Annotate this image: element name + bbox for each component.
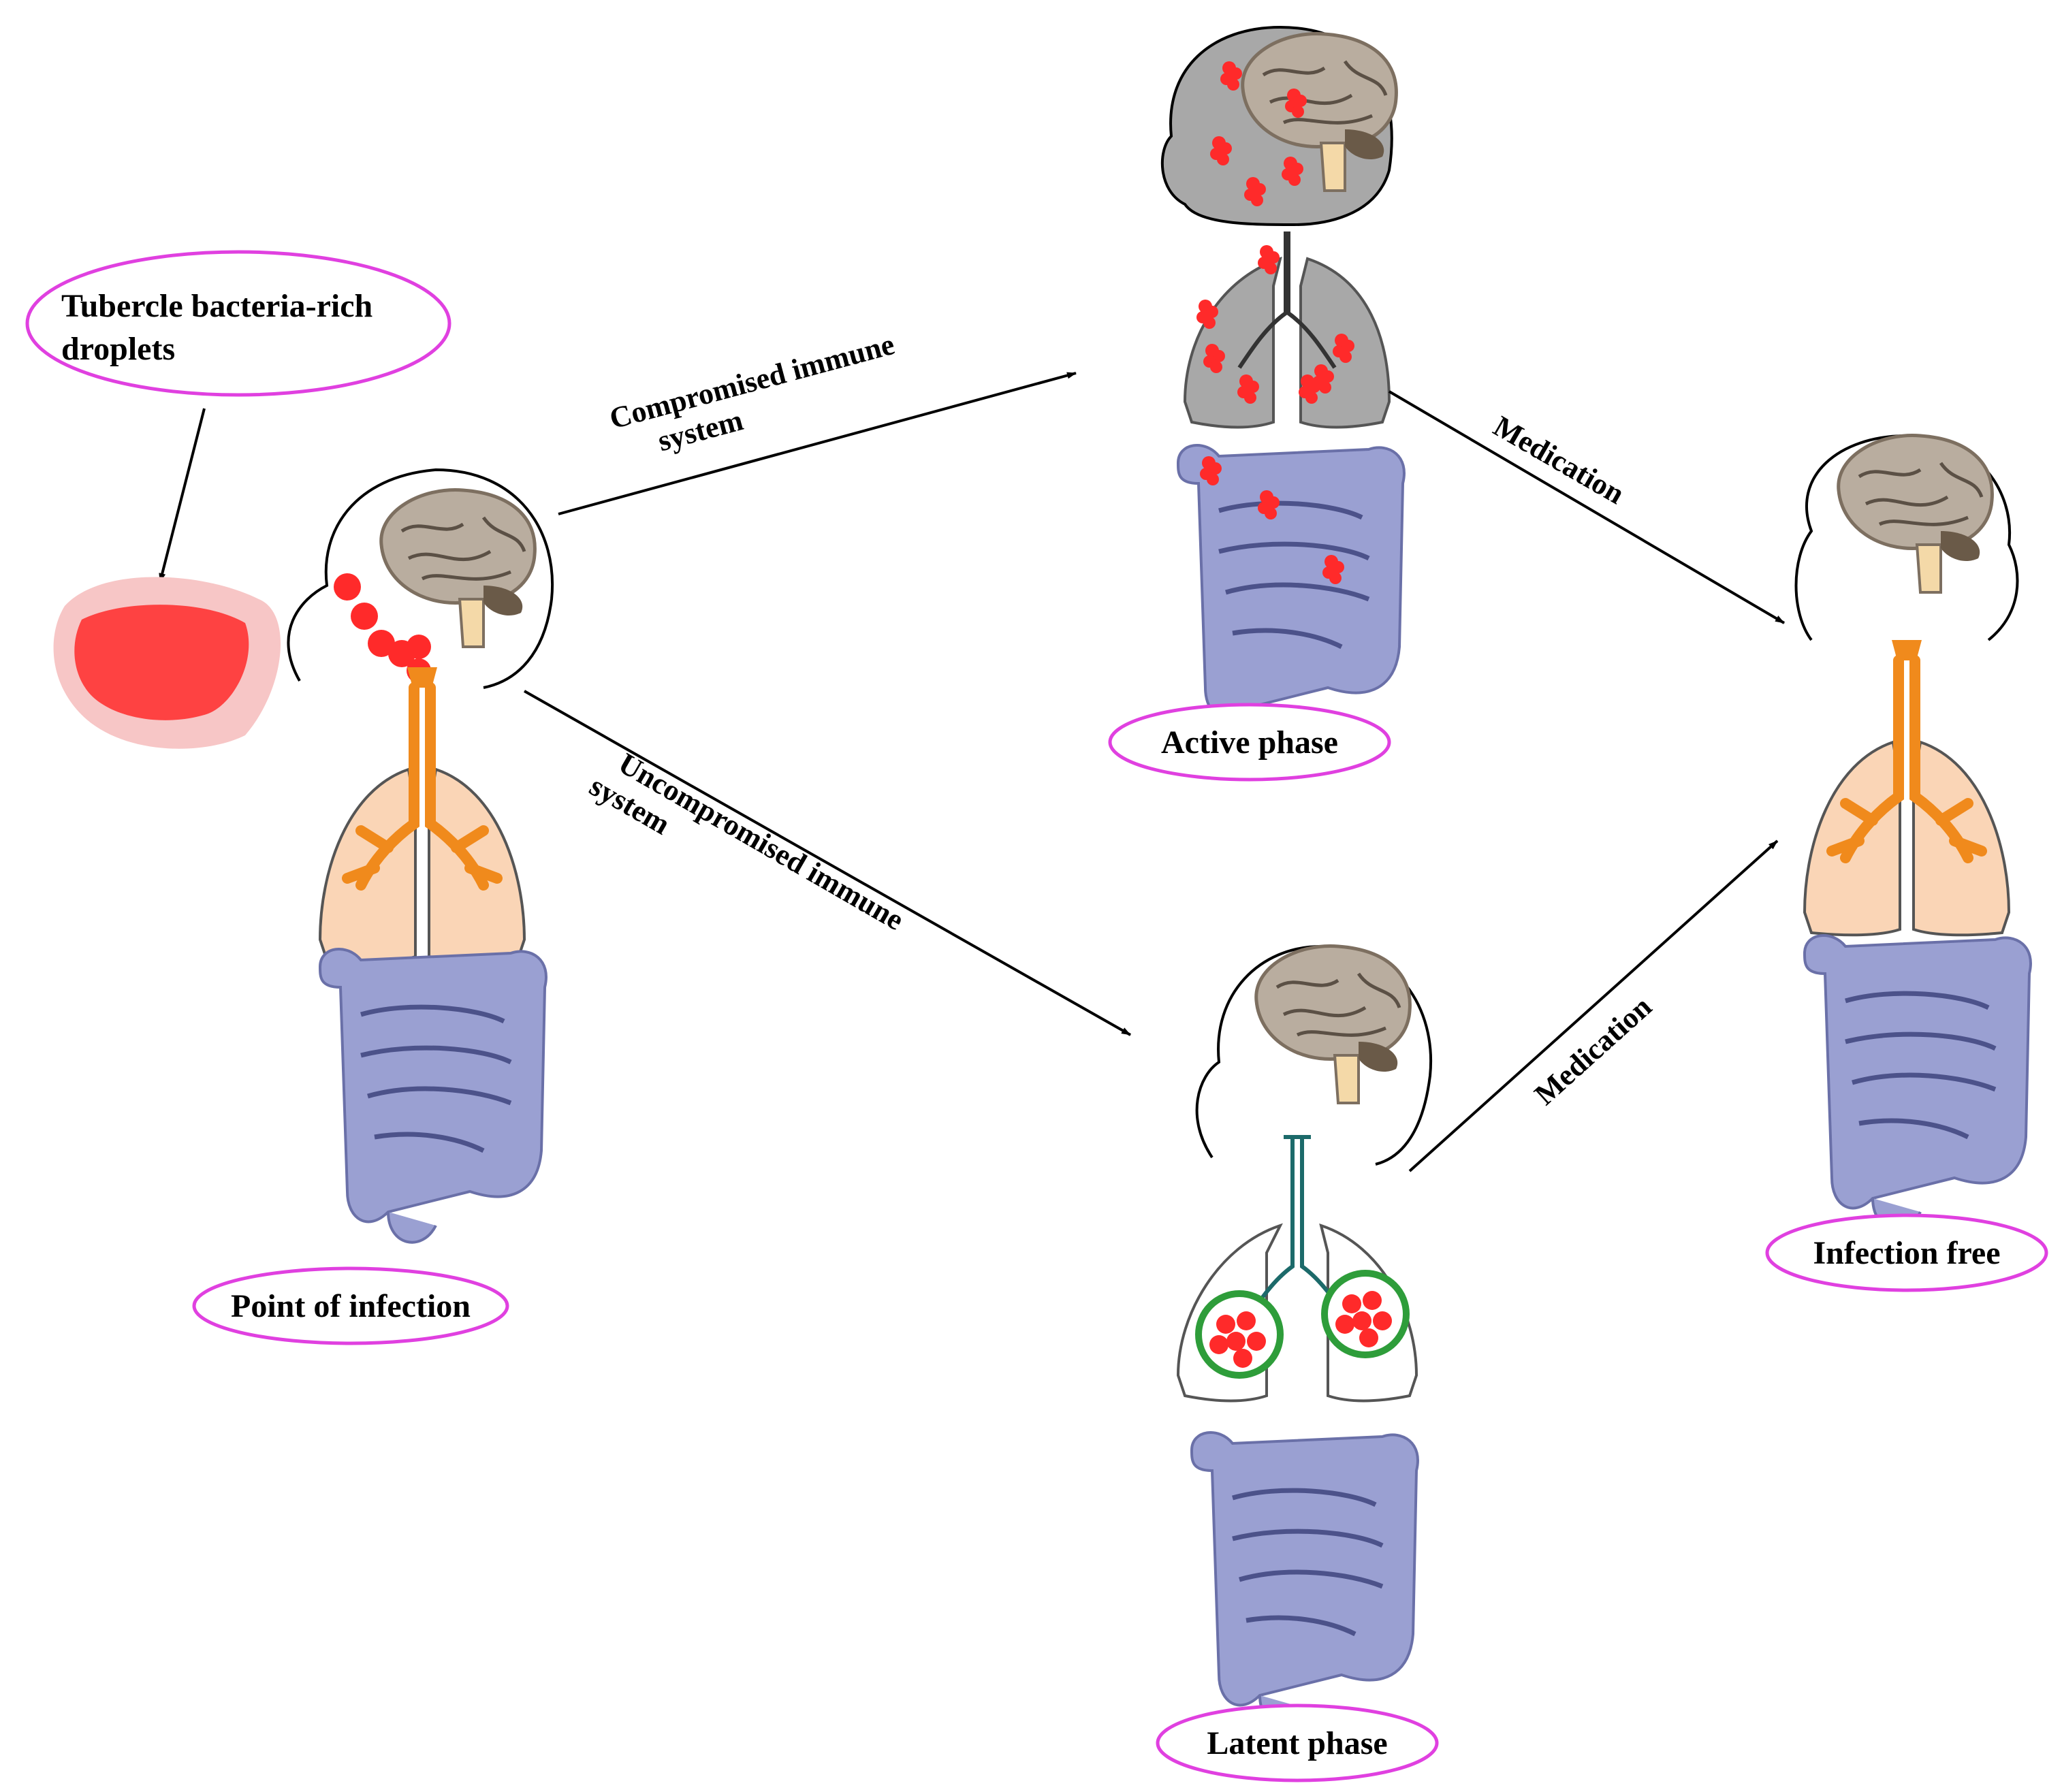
point-of-infection-oval: Point of infection bbox=[192, 1266, 509, 1345]
figure-active-phase bbox=[1160, 25, 1404, 739]
active-phase-oval: Active phase bbox=[1108, 703, 1391, 782]
droplets-label-line2: droplets bbox=[61, 331, 175, 367]
figure-latent-phase bbox=[1176, 946, 1433, 1726]
latent-phase-label: Latent phase bbox=[1207, 1725, 1387, 1761]
granuloma-left bbox=[1195, 1290, 1284, 1379]
figure-infection-free bbox=[1794, 436, 2031, 1229]
uncompromised-label: Uncompromised immune system bbox=[584, 746, 910, 937]
droplets-oval: Tubercle bacteria-rich droplets bbox=[25, 250, 451, 397]
latent-phase-oval: Latent phase bbox=[1156, 1703, 1439, 1782]
arrow-to-active-phase bbox=[558, 372, 1077, 515]
compromised-label: Compromised immune system bbox=[606, 327, 898, 458]
droplets-label-line1: Tubercle bacteria-rich bbox=[61, 288, 372, 324]
infection-free-label: Infection free bbox=[1813, 1235, 2000, 1271]
droplet-cloud bbox=[53, 577, 281, 749]
granuloma-right bbox=[1321, 1270, 1410, 1358]
figure-point-of-infection bbox=[287, 468, 554, 1243]
active-phase-label: Active phase bbox=[1161, 724, 1338, 761]
medication-top-label: Medication bbox=[1488, 409, 1630, 511]
arrow-to-latent-phase bbox=[524, 690, 1131, 1036]
infection-free-oval: Infection free bbox=[1765, 1213, 2048, 1292]
point-of-infection-label: Point of infection bbox=[231, 1288, 471, 1324]
svg-text:Compromised immune: Compromised immune bbox=[606, 327, 898, 436]
droplets-arrow bbox=[159, 408, 206, 583]
svg-text:Medication: Medication bbox=[1488, 409, 1630, 511]
arrow-active-to-free bbox=[1388, 390, 1786, 624]
arrow-latent-to-free bbox=[1408, 839, 1779, 1172]
svg-text:Uncompromised immune: Uncompromised immune bbox=[613, 746, 910, 937]
